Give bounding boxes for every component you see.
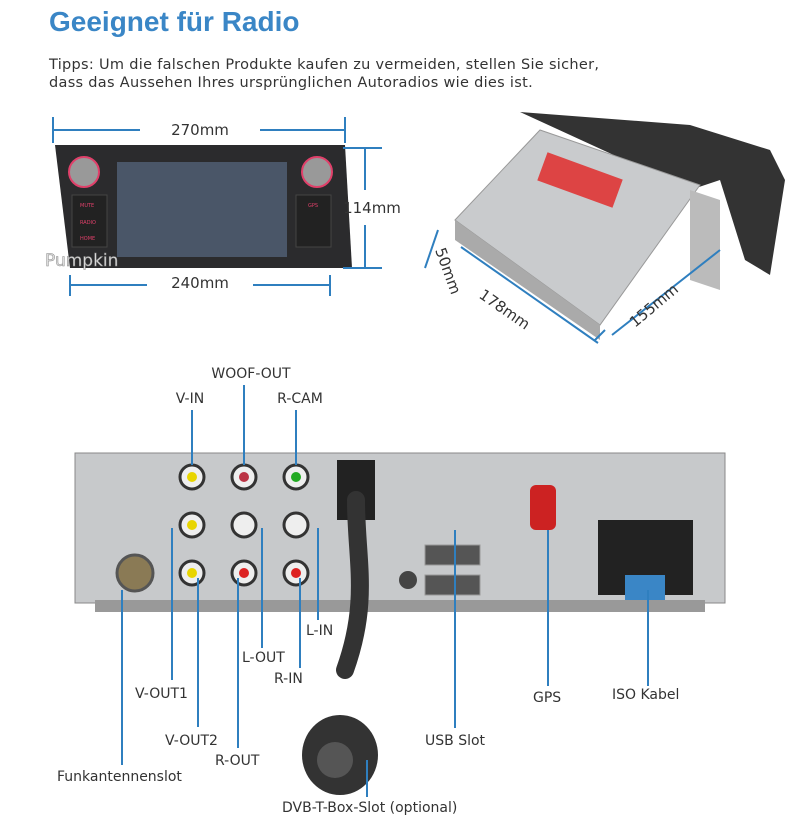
- ports-woof_out-label: WOOF-OUT: [211, 366, 291, 382]
- tune-knob: [301, 156, 333, 188]
- side-unit: 50mm 178mm 155mm: [424, 112, 785, 344]
- front-unit: MUTE RADIO HOME GPS Pumpkin: [45, 145, 352, 271]
- front-buttons-2-label: HOME: [80, 236, 95, 242]
- ports-v_in-label: V-IN: [176, 391, 204, 407]
- front-buttons-3-label: GPS: [308, 203, 318, 209]
- front-buttons-1-label: RADIO: [80, 220, 96, 226]
- ports-r_out-label: R-OUT: [215, 753, 260, 769]
- rca-ports: [178, 463, 310, 587]
- side-height-label: 50mm: [431, 245, 464, 297]
- ports-v_out1-label: V-OUT1: [135, 686, 188, 702]
- usb-port-1: [424, 544, 481, 566]
- usb-port-2: [424, 574, 481, 596]
- ports-dvbt-label: DVB-T-Box-Slot (optional): [282, 800, 457, 816]
- front-width-label: 270mm: [171, 121, 229, 139]
- gps-antenna: [530, 485, 556, 530]
- ports-r_in-label: R-IN: [274, 671, 303, 687]
- tips-line-1: Tipps: Um die falschen Produkte kaufen z…: [49, 57, 600, 73]
- ports-l_in-label: L-IN: [306, 623, 333, 639]
- ports-usb-label: USB Slot: [425, 733, 486, 749]
- screen: [117, 162, 287, 257]
- front-inner_width-label: 240mm: [171, 274, 229, 292]
- front-dimensions: 270mm 114mm 240mm: [52, 117, 401, 296]
- front-height-label: 114mm: [343, 199, 401, 217]
- volume-knob: [68, 156, 100, 188]
- ports-v_out2-label: V-OUT2: [165, 733, 218, 749]
- side-width-label: 155mm: [626, 280, 682, 331]
- tips-line-2: dass das Aussehen Ihres ursprünglichen A…: [49, 75, 533, 91]
- tips-text: Tipps: Um die falschen Produkte kaufen z…: [49, 56, 599, 92]
- back-panel: [74, 452, 726, 795]
- ports-iso-label: ISO Kabel: [612, 687, 679, 703]
- ports-l_out-label: L-OUT: [242, 650, 285, 666]
- pumpkin-logo: Pumpkin: [45, 251, 118, 271]
- ports-r_cam-label: R-CAM: [277, 391, 323, 407]
- ports-antenna-label: Funkantennenslot: [57, 769, 182, 785]
- antenna-port: [115, 553, 155, 593]
- front-buttons-0-label: MUTE: [80, 203, 94, 209]
- port-callouts: V-IN WOOF-OUT R-CAM V-OUT1 V-OUT2 R-OUT …: [57, 366, 679, 816]
- ports-gps-label: GPS: [533, 690, 561, 706]
- page-title: Geeignet für Radio: [49, 6, 300, 37]
